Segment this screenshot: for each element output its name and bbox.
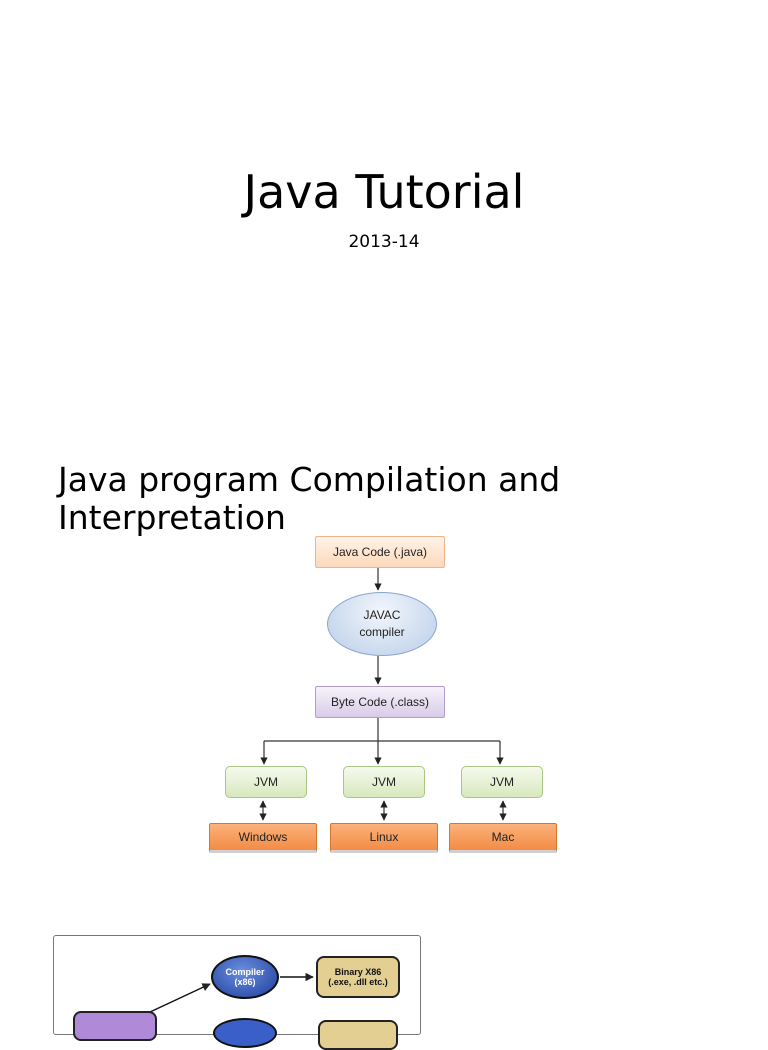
jvm-box-1: JVM bbox=[225, 766, 307, 798]
slide-title: Java Tutorial bbox=[243, 165, 525, 219]
slide-heading: Java program Compilation and Interpretat… bbox=[58, 460, 561, 537]
jvm-box-2: JVM bbox=[343, 766, 425, 798]
platform-windows: Windows bbox=[209, 823, 317, 853]
compiler-ellipse-2 bbox=[213, 1018, 277, 1048]
platform-mac: Mac bbox=[449, 823, 557, 853]
compiler-x86-line2: (x86) bbox=[234, 977, 256, 987]
javac-label-line1: JAVAC bbox=[363, 608, 401, 622]
compiler-x86-ellipse: Compiler (x86) bbox=[211, 955, 279, 999]
javac-label-line2: compiler bbox=[359, 625, 405, 639]
binary-x86-box: Binary X86 (.exe, .dll etc.) bbox=[316, 956, 400, 998]
platform-linux: Linux bbox=[330, 823, 438, 853]
binary-x86-line2: (.exe, .dll etc.) bbox=[328, 977, 388, 987]
java-code-box: Java Code (.java) bbox=[315, 536, 445, 568]
source-code-box bbox=[73, 1011, 157, 1041]
binary-box-2 bbox=[318, 1020, 398, 1050]
jvm-box-3: JVM bbox=[461, 766, 543, 798]
compiler-x86-line1: Compiler bbox=[225, 967, 265, 977]
binary-x86-line1: Binary X86 bbox=[334, 967, 382, 977]
slide-subtitle: 2013-14 bbox=[348, 232, 420, 252]
bytecode-box: Byte Code (.class) bbox=[315, 686, 445, 718]
javac-compiler-ellipse: JAVAC compiler bbox=[327, 592, 437, 656]
